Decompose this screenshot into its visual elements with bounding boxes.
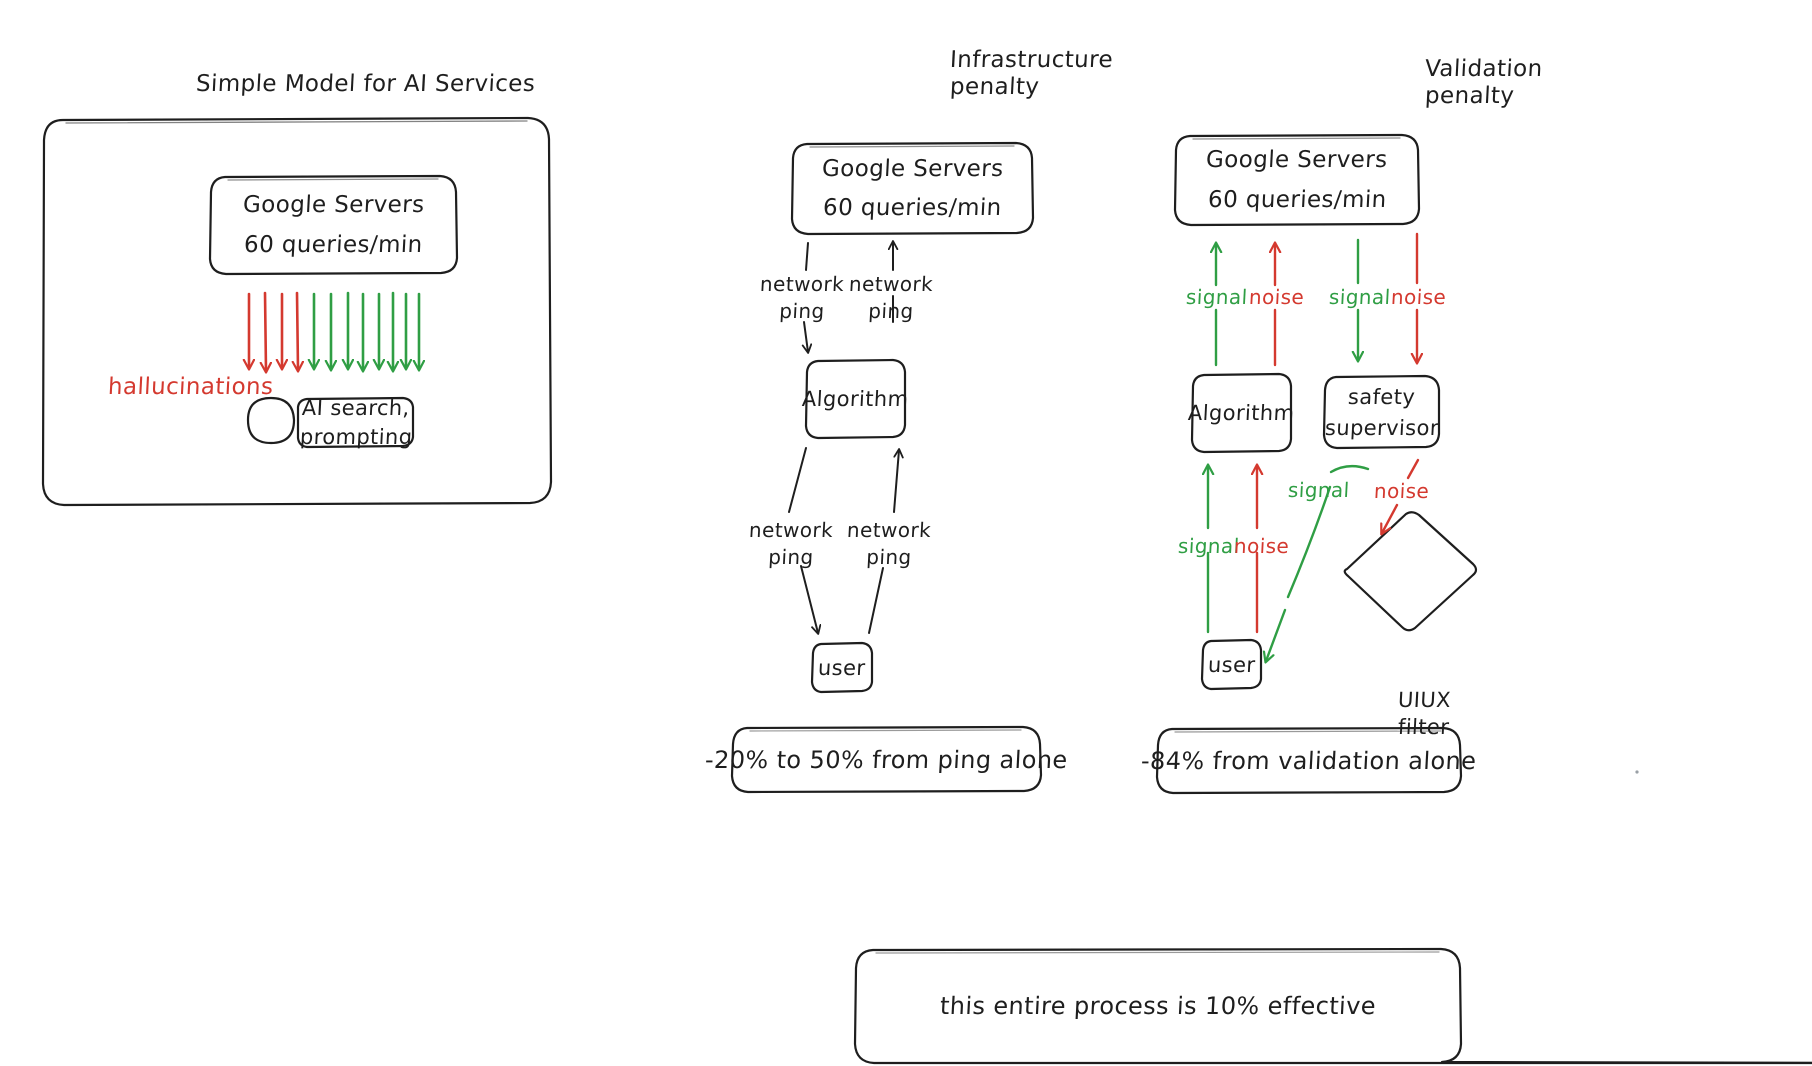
middle-panel-title-line2: penalty [949,74,1040,100]
middle-panel-title-line1: Infrastructure [949,47,1114,73]
middle-user-box [810,641,874,694]
right-panel-title-line1: Validation [1424,56,1544,82]
right-uiux-filter-line1: UIUX [1397,688,1452,712]
middle-edge-label-1-line1: network [759,272,845,296]
middle-edge-servers-to-algorithm [804,242,808,352]
right-edge-label-signal-filter: signal [1287,478,1351,502]
right-edge-label-noise-top-right: noise [1390,285,1447,309]
right-algorithm-box [1190,372,1293,454]
right-edge-label-noise-filter: noise [1373,479,1430,503]
left-panel-title: Simple Model for AI Services [195,71,536,97]
right-uiux-filter-line2: filter [1397,715,1450,739]
left-ai-search-box [296,396,415,449]
right-edge-label-noise-bottom-left: noise [1233,534,1290,558]
middle-edge-label-1-line2: ping [778,299,826,323]
right-edge-label-signal-bottom-left: signal [1177,534,1241,558]
middle-edge-label-4-line2: ping [865,545,913,569]
right-edge-label-signal-top-left: signal [1185,285,1249,309]
right-edge-supervisor-to-filter-noise [1382,458,1420,533]
stray-dot [1635,770,1639,774]
middle-callout-box [730,725,1043,794]
left-google-servers-box [208,174,459,276]
middle-edge-algorithm-to-user [788,447,818,633]
left-panel-container [41,116,553,507]
right-edge-filter-to-user-signal [1266,464,1370,661]
right-safety-supervisor-box [1322,374,1441,450]
hallucinations-label: hallucinations [107,374,275,400]
right-edge-label-noise-top-left: noise [1248,285,1305,309]
summary-callout-box [853,947,1812,1065]
middle-edge-user-to-algorithm [868,450,899,634]
middle-edge-label-2-line1: network [848,272,934,296]
middle-edge-label-3-line1: network [748,518,834,542]
right-callout-box [1155,726,1463,795]
right-google-servers-box [1173,133,1421,227]
middle-edge-label-3-line2: ping [767,545,815,569]
middle-algorithm-box [804,358,907,440]
middle-google-servers-box [790,141,1035,236]
right-panel-title-line2: penalty [1424,83,1515,109]
left-signal-arrows [314,291,419,370]
right-edge-label-signal-top-right: signal [1328,285,1392,309]
left-hallucination-arrows [249,291,298,371]
right-user-box [1200,638,1263,691]
middle-edge-label-4-line1: network [846,518,932,542]
middle-edge-label-2-line2: ping [867,299,915,323]
left-circle-node [246,396,296,445]
right-uiux-filter-diamond [1343,511,1478,632]
